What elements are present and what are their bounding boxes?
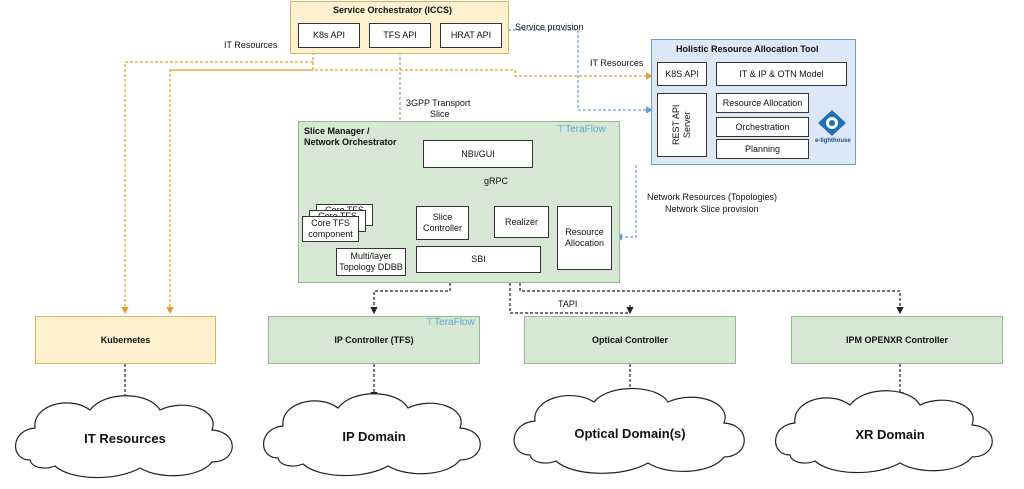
provision-links [492,26,654,241]
cloud-xr-domain [775,390,993,474]
sbi-links [121,267,904,405]
it-ip-otn-model-box: IT & IP & OTN Model [716,62,847,86]
teraflow-logo-icon: ⊤ [425,317,435,328]
tfs-api-box: TFS API [369,23,431,48]
teraflow-brand-text: TeraFlow [434,317,475,328]
orchestrator-title: Service Orchestrator (ICCS) [333,5,453,15]
cloud-ip-domain [263,393,481,477]
k8s-api-box: K8s API [298,23,360,48]
transport-slice-label-2: Slice [430,109,450,119]
e-lighthouse-logo-text: e-lighthouse [815,138,851,144]
grpc-label: gRPC [484,176,509,186]
rest-api-server-label: REST API Server [671,104,692,146]
nbi-gui-box: NBI/GUI [423,140,533,168]
teraflow-logo-icon: ⊤ [556,124,566,135]
slice-manager-title-1: Slice Manager / [304,126,370,136]
hrat-title: Holistic Resource Allocation Tool [676,44,819,54]
teraflow-brand-text: TeraFlow [565,124,606,135]
optical-domain-label: Optical Domain(s) [574,426,686,441]
sbi-box: SBI [416,246,541,273]
topology-db-box: Multi/layer Topology DDBB [336,248,406,276]
it-resources-label-left: IT Resources [224,40,278,50]
hrat-orchestration-box: Orchestration [716,117,809,137]
ip-domain-label: IP Domain [342,429,406,444]
hrat-api-box: HRAT API [440,23,502,48]
teraflow-brand-ip-controller: ⊤TeraFlow [425,317,475,328]
slice-manager-resource-allocation-box: Resource Allocation [557,206,612,270]
ipm-openxr-controller-box: IPM OPENXR Controller [791,316,1003,364]
realizer-box: Realizer [494,206,549,238]
network-resources-label-2: Network Slice provision [665,204,759,214]
transport-slice-label-1: 3GPP Transport [406,98,471,108]
tapi-label: TAPI [556,299,580,309]
it-resources-domain-label: IT Resources [84,431,166,446]
e-lighthouse-logo-icon [818,110,846,136]
network-resources-label-1: Network Resources (Topologies) [647,192,778,202]
cloud-optical-domain [513,387,745,474]
kubernetes-box: Kubernetes [35,316,216,364]
core-tfs-component-box: Core TFS component [302,216,359,242]
service-provision-label: Service provision [515,22,584,32]
it-resources-label-right: IT Resources [590,58,644,68]
slice-manager-title-2: Network Orchestrator [304,137,397,147]
cloud-it-resources [15,395,233,479]
hrat-planning-box: Planning [716,139,809,159]
rest-api-server-box: REST API Server [657,93,707,157]
xr-domain-label: XR Domain [855,427,925,442]
teraflow-brand-slice-manager: ⊤TeraFlow [556,124,606,135]
slice-controller-box: Slice Controller [416,206,469,240]
hrat-resource-allocation-box: Resource Allocation [716,93,809,113]
ip-controller-box: IP Controller (TFS) [268,316,480,364]
hrat-k8s-api-box: K8S API [657,62,707,86]
optical-controller-box: Optical Controller [524,316,736,364]
